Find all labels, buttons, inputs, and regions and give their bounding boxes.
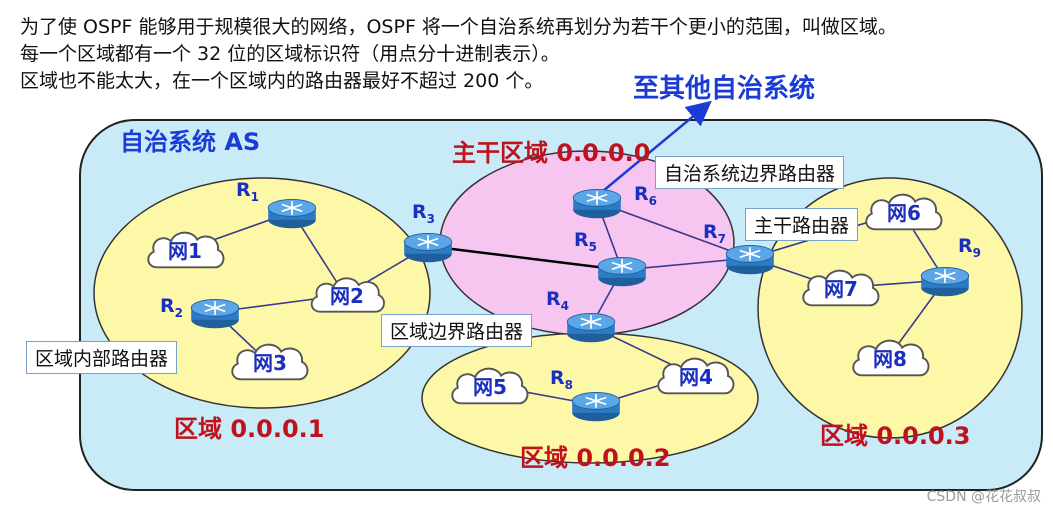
router-r7-label: R7 [703,221,726,246]
router-r4 [566,312,616,344]
area-1-label: 区域 0.0.0.1 [174,415,325,443]
network-3-label: 网3 [253,351,287,375]
arrow-to-other-as [596,100,712,197]
as-label: 自治系统 AS [120,128,260,156]
network-4-label: 网4 [679,365,713,389]
network-8: 网8 [852,339,930,377]
network-6: 网6 [865,193,943,231]
backbone-area-label: 主干区域 0.0.0.0 [452,139,651,167]
intro-line-3: 区域也不能太大，在一个区域内的路由器最好不超过 200 个。 [20,70,544,92]
link-r6-r7 [596,201,751,259]
router-r4-label: R4 [546,288,569,313]
router-r9-label: R9 [958,235,981,260]
to-other-as-label: 至其他自治系统 [633,73,815,104]
intro-line-2: 每一个区域都有一个 32 位的区域标识符（用点分十进制表示）。 [20,43,560,65]
network-2: 网2 [310,277,385,313]
backbone-router-callout: 主干路由器 [745,208,859,241]
network-1-label: 网1 [168,239,202,263]
network-5-label: 网5 [473,375,507,399]
router-r6 [572,188,622,220]
network-7-label: 网7 [824,277,858,301]
network-7: 网7 [802,269,880,307]
area-border-router-callout: 区域边界路由器 [381,314,533,347]
router-r3 [403,232,453,264]
area-3-label: 区域 0.0.0.3 [820,422,971,450]
link-r3-r5 [427,244,623,272]
router-r1-label: R1 [236,179,259,204]
router-r9 [920,266,970,298]
router-r8-label: R8 [550,367,573,392]
network-1: 网1 [147,231,225,269]
router-r2 [190,298,240,330]
network-6-label: 网6 [887,201,921,225]
router-r6-label: R6 [634,183,657,208]
as-boundary-router-callout: 自治系统边界路由器 [655,156,845,189]
router-labels: R1 R2 R3 R4 R5 R6 R7 R8 R9 [160,179,981,392]
network-8-label: 网8 [873,347,907,371]
router-r5 [597,256,647,288]
network-4: 网4 [657,357,735,395]
router-r2-label: R2 [160,295,183,320]
area-2-label: 区域 0.0.0.2 [520,444,671,472]
network-5: 网5 [451,367,529,405]
internal-router-callout: 区域内部路由器 [26,341,178,374]
router-r1 [267,198,317,230]
network-2-label: 网2 [330,284,364,308]
network-3: 网3 [231,343,309,381]
area-3-region [757,177,1023,439]
intro-line-1: 为了使 OSPF 能够用于规模很大的网络，OSPF 将一个自治系统再划分为若干个… [20,16,897,38]
watermark: CSDN @花花叔叔 [926,489,1041,505]
router-r5-label: R5 [574,229,597,254]
router-r7 [725,244,775,276]
router-r8 [571,391,621,423]
router-r3-label: R3 [412,201,435,226]
